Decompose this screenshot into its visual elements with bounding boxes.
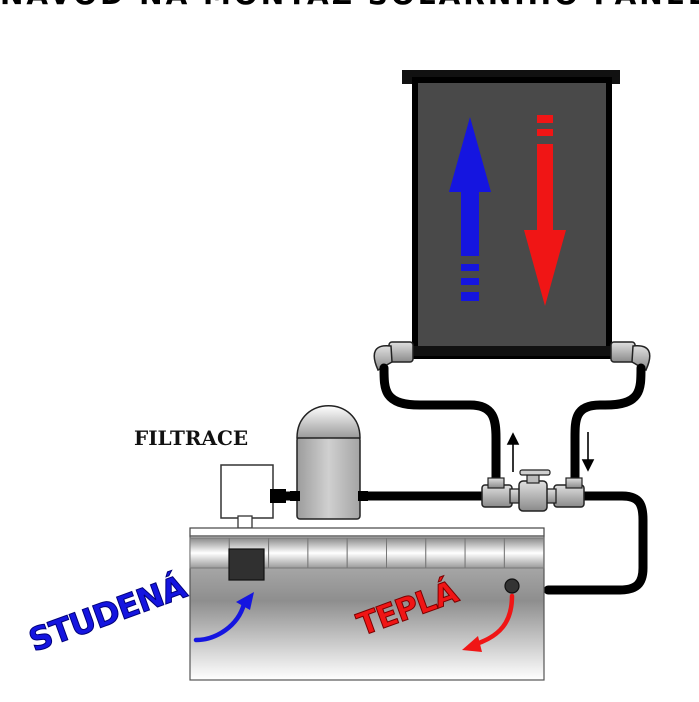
warm-arrowhead [462,636,482,652]
pool-tile [268,537,309,569]
solar-panel [402,70,620,359]
filter-tank [296,436,361,520]
bypass-valve [509,469,557,512]
pool [189,527,545,681]
pool-tiles [189,537,545,569]
filtration-unit [220,405,368,529]
panel-fittings [373,341,651,372]
cold-arrowhead [236,592,254,610]
pool-tile [346,537,388,569]
pool-tile [307,537,348,569]
warm-curved-arrow-icon [473,593,515,647]
supply-pipe-up [379,363,501,493]
pool-tile [503,537,545,569]
flow-down-arrow-icon [581,432,595,472]
pump-connector [270,489,286,503]
panel-bottom-header [410,346,614,356]
right-elbow-fitting [610,341,651,372]
return-pipe-down [570,363,646,493]
flow-up-arrow-icon [506,432,520,472]
page-title: NÁVOD NA MONTÁŽ SOLÁRNÍHO PANELU [0,0,699,11]
pool-deck [189,527,545,537]
tee-fittings [481,469,585,512]
pool-tile [464,537,505,569]
pool-return-pipe [543,491,648,595]
pool-tile [425,537,466,569]
left-elbow-fitting [373,341,414,372]
filtration-label: FILTRACE [134,426,249,450]
pump-box [220,464,274,519]
flow-arrows [506,432,595,472]
skimmer [228,548,265,581]
pool-tile [189,537,230,569]
filter-dome [296,405,361,439]
cold-label: STUDENÁ [24,567,192,659]
up-arrow-icon [449,117,491,301]
return-nozzle [504,578,520,594]
pool-tile [386,537,427,569]
down-arrow-icon [524,115,566,306]
panel-body [412,77,612,359]
cold-curved-arrow-icon [193,601,247,643]
